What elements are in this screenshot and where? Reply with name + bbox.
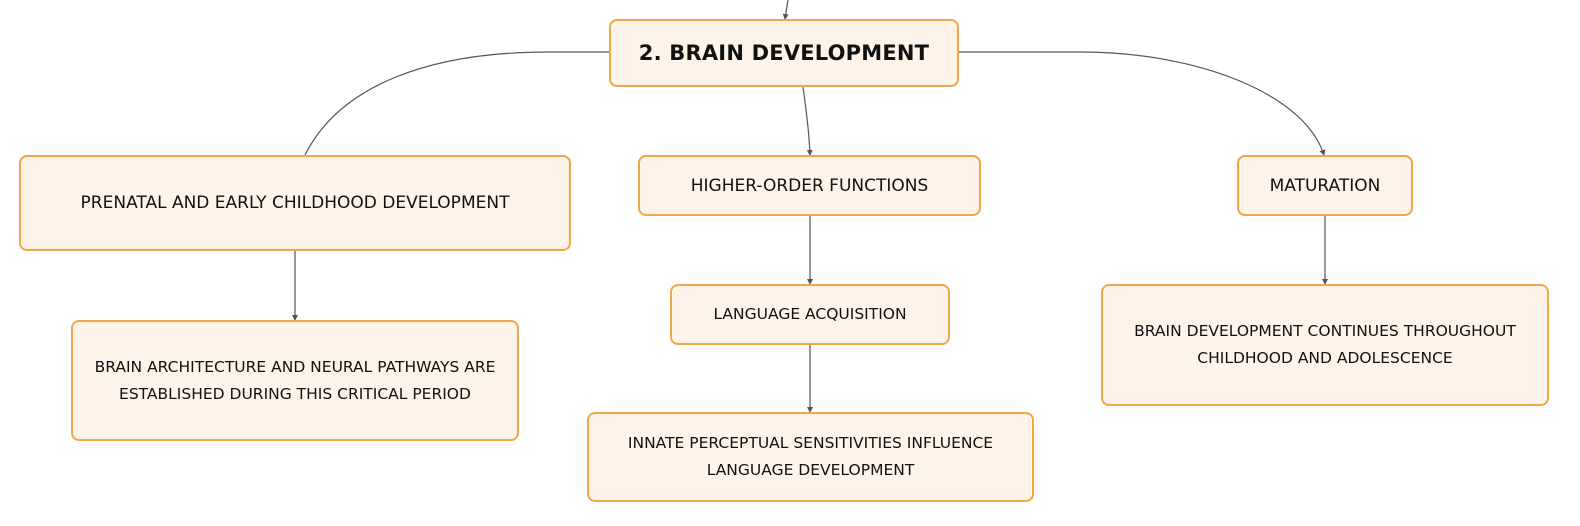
node-innate-perceptual-label: INNATE PERCEPTUAL SENSITIVITIES INFLUENC… (627, 434, 994, 479)
node-prenatal-label: PRENATAL AND EARLY CHILDHOOD DEVELOPMENT (80, 193, 510, 213)
node-higher-order-label: HIGHER-ORDER FUNCTIONS (690, 175, 929, 196)
connector-root-to-maturation (959, 51, 1326, 156)
node-language-acquisition[interactable]: LANGUAGE ACQUISITION (670, 284, 950, 345)
root-node-brain-development[interactable]: 2. BRAIN DEVELOPMENT (609, 19, 959, 87)
node-language-acquisition-label: LANGUAGE ACQUISITION (713, 305, 907, 323)
root-node-label: 2. BRAIN DEVELOPMENT (638, 41, 930, 65)
connector-root-to-prenatal (304, 51, 609, 156)
node-maturation-label: MATURATION (1269, 175, 1381, 196)
node-brain-development-continues-label: BRAIN DEVELOPMENT CONTINUES THROUGHOUT C… (1134, 322, 1516, 367)
node-innate-perceptual-sensitivities[interactable]: INNATE PERCEPTUAL SENSITIVITIES INFLUENC… (587, 412, 1034, 502)
node-prenatal-early-childhood[interactable]: PRENATAL AND EARLY CHILDHOOD DEVELOPMENT (19, 155, 571, 251)
connector-incoming-root (782, 0, 789, 20)
node-brain-development-continues[interactable]: BRAIN DEVELOPMENT CONTINUES THROUGHOUT C… (1101, 284, 1549, 406)
node-higher-order-functions[interactable]: HIGHER-ORDER FUNCTIONS (638, 155, 981, 216)
node-brain-architecture-label: BRAIN ARCHITECTURE AND NEURAL PATHWAYS A… (94, 357, 496, 403)
node-maturation[interactable]: MATURATION (1237, 155, 1413, 216)
connector-root-to-higher-order (802, 86, 813, 156)
node-brain-architecture[interactable]: BRAIN ARCHITECTURE AND NEURAL PATHWAYS A… (71, 320, 519, 441)
